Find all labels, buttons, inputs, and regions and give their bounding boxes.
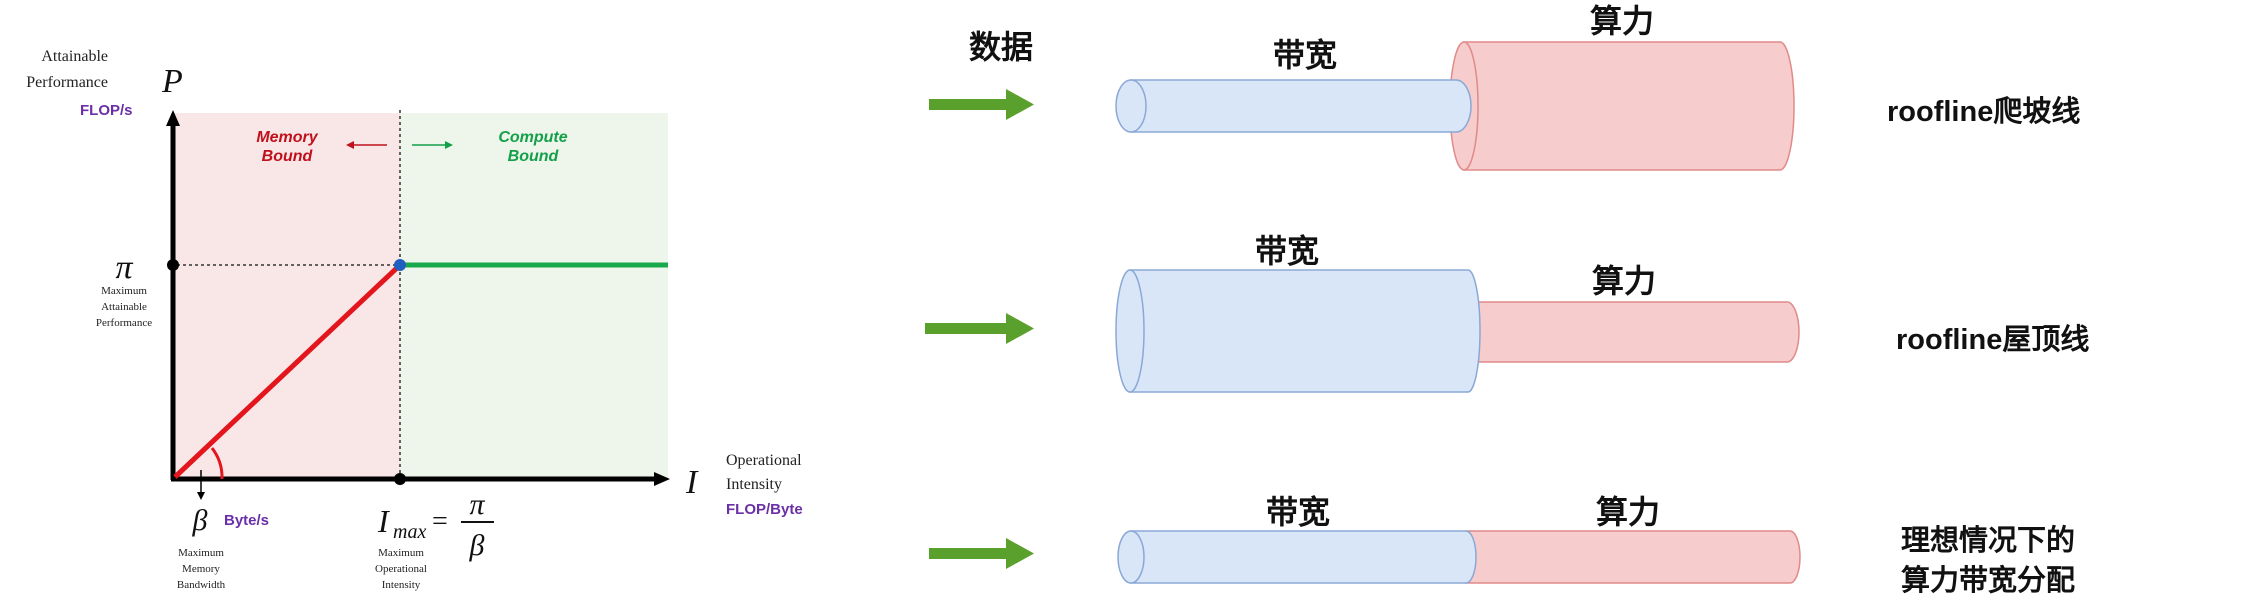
memory-bound-region [171,113,400,479]
pi-caption-line2: Attainable [101,301,147,313]
beta-caption-line2: Memory [182,563,220,575]
imax-symbol: I [377,503,390,539]
memory-bound-label: Memory [256,129,318,146]
beta-pointer-head [197,492,205,500]
pi-caption-line1: Maximum [101,285,147,297]
pi-axis-point [167,259,179,271]
memory-bound-arrowhead [346,141,354,149]
data-label: 数据 [969,28,1033,66]
beta-angle-arc [210,447,224,480]
compute-cylinder-3 [1465,530,1801,584]
x-axis-arrowhead [654,472,670,486]
bandwidth-cylinder-3 [1117,530,1477,584]
x-axis-title-line1: Operational [726,452,802,469]
compute-bound-arrowhead [445,141,453,149]
y-axis-unit: FLOP/s [80,102,133,119]
imax-axis-point [394,473,406,485]
pipe-row-2: 带宽 算力 roofline屋顶线 [925,232,2089,393]
y-axis-title-line1: Attainable [41,48,108,65]
pipe-row-3: 带宽 算力 理想情况下的 算力带宽分配 [929,493,2075,597]
beta-caption-line1: Maximum [178,547,224,559]
beta-unit: Byte/s [224,512,269,529]
beta-symbol: β [192,504,208,537]
climb-line-caption: roofline爬坡线 [1887,95,2080,128]
compute-bound-label: Compute [498,129,567,146]
roof-line-caption: roofline屋顶线 [1896,323,2089,356]
imax-subscript: max [393,521,426,543]
y-axis-symbol: P [161,63,183,100]
memory-bound-label-line2: Bound [262,148,314,165]
bandwidth-label-2: 带宽 [1255,232,1319,270]
imax-caption-line1: Maximum [378,547,424,559]
y-axis-arrowhead [166,110,180,126]
x-axis-title-line2: Intensity [726,476,782,493]
data-flow-arrow-1 [929,89,1034,120]
bandwidth-cylinder-2 [1115,269,1481,393]
imax-caption-line2: Operational [375,563,427,575]
compute-label-1: 算力 [1590,2,1654,40]
imax-equals: = [432,506,448,537]
compute-label-2: 算力 [1592,262,1656,300]
compute-cylinder-1 [1449,41,1795,171]
compute-cylinder-2 [1461,301,1800,363]
data-flow-arrow-2 [925,313,1034,344]
x-axis-unit: FLOP/Byte [726,501,803,518]
pipe-row-1: 数据 带宽 算力 roofline爬坡线 [929,2,2080,171]
pipe-analogies: 数据 带宽 算力 roofline爬坡线 [925,2,2089,597]
imax-numerator: π [469,488,485,521]
compute-bound-label-line2: Bound [508,148,560,165]
beta-caption-line3: Bandwidth [177,579,226,591]
bandwidth-cylinder-1 [1115,79,1472,133]
data-flow-arrow-3 [929,538,1034,569]
bandwidth-label-1: 带宽 [1273,36,1337,74]
imax-caption-line3: Intensity [382,579,421,591]
memory-bound-slope [173,263,402,479]
pi-symbol: π [115,249,133,286]
ridge-point [394,259,406,271]
bandwidth-label-3: 带宽 [1266,493,1330,531]
y-axis-title-line2: Performance [26,74,108,91]
pi-caption-line3: Performance [96,317,152,329]
roofline-chart: Memory Bound Compute Bound Attainable Pe… [26,48,802,591]
ideal-caption-line2: 算力带宽分配 [1901,563,2075,597]
compute-bound-region [400,113,668,479]
imax-denominator: β [469,529,485,562]
x-axis-symbol: I [685,464,699,501]
ideal-caption-line1: 理想情况下的 [1901,523,2075,557]
compute-label-3: 算力 [1596,493,1660,531]
